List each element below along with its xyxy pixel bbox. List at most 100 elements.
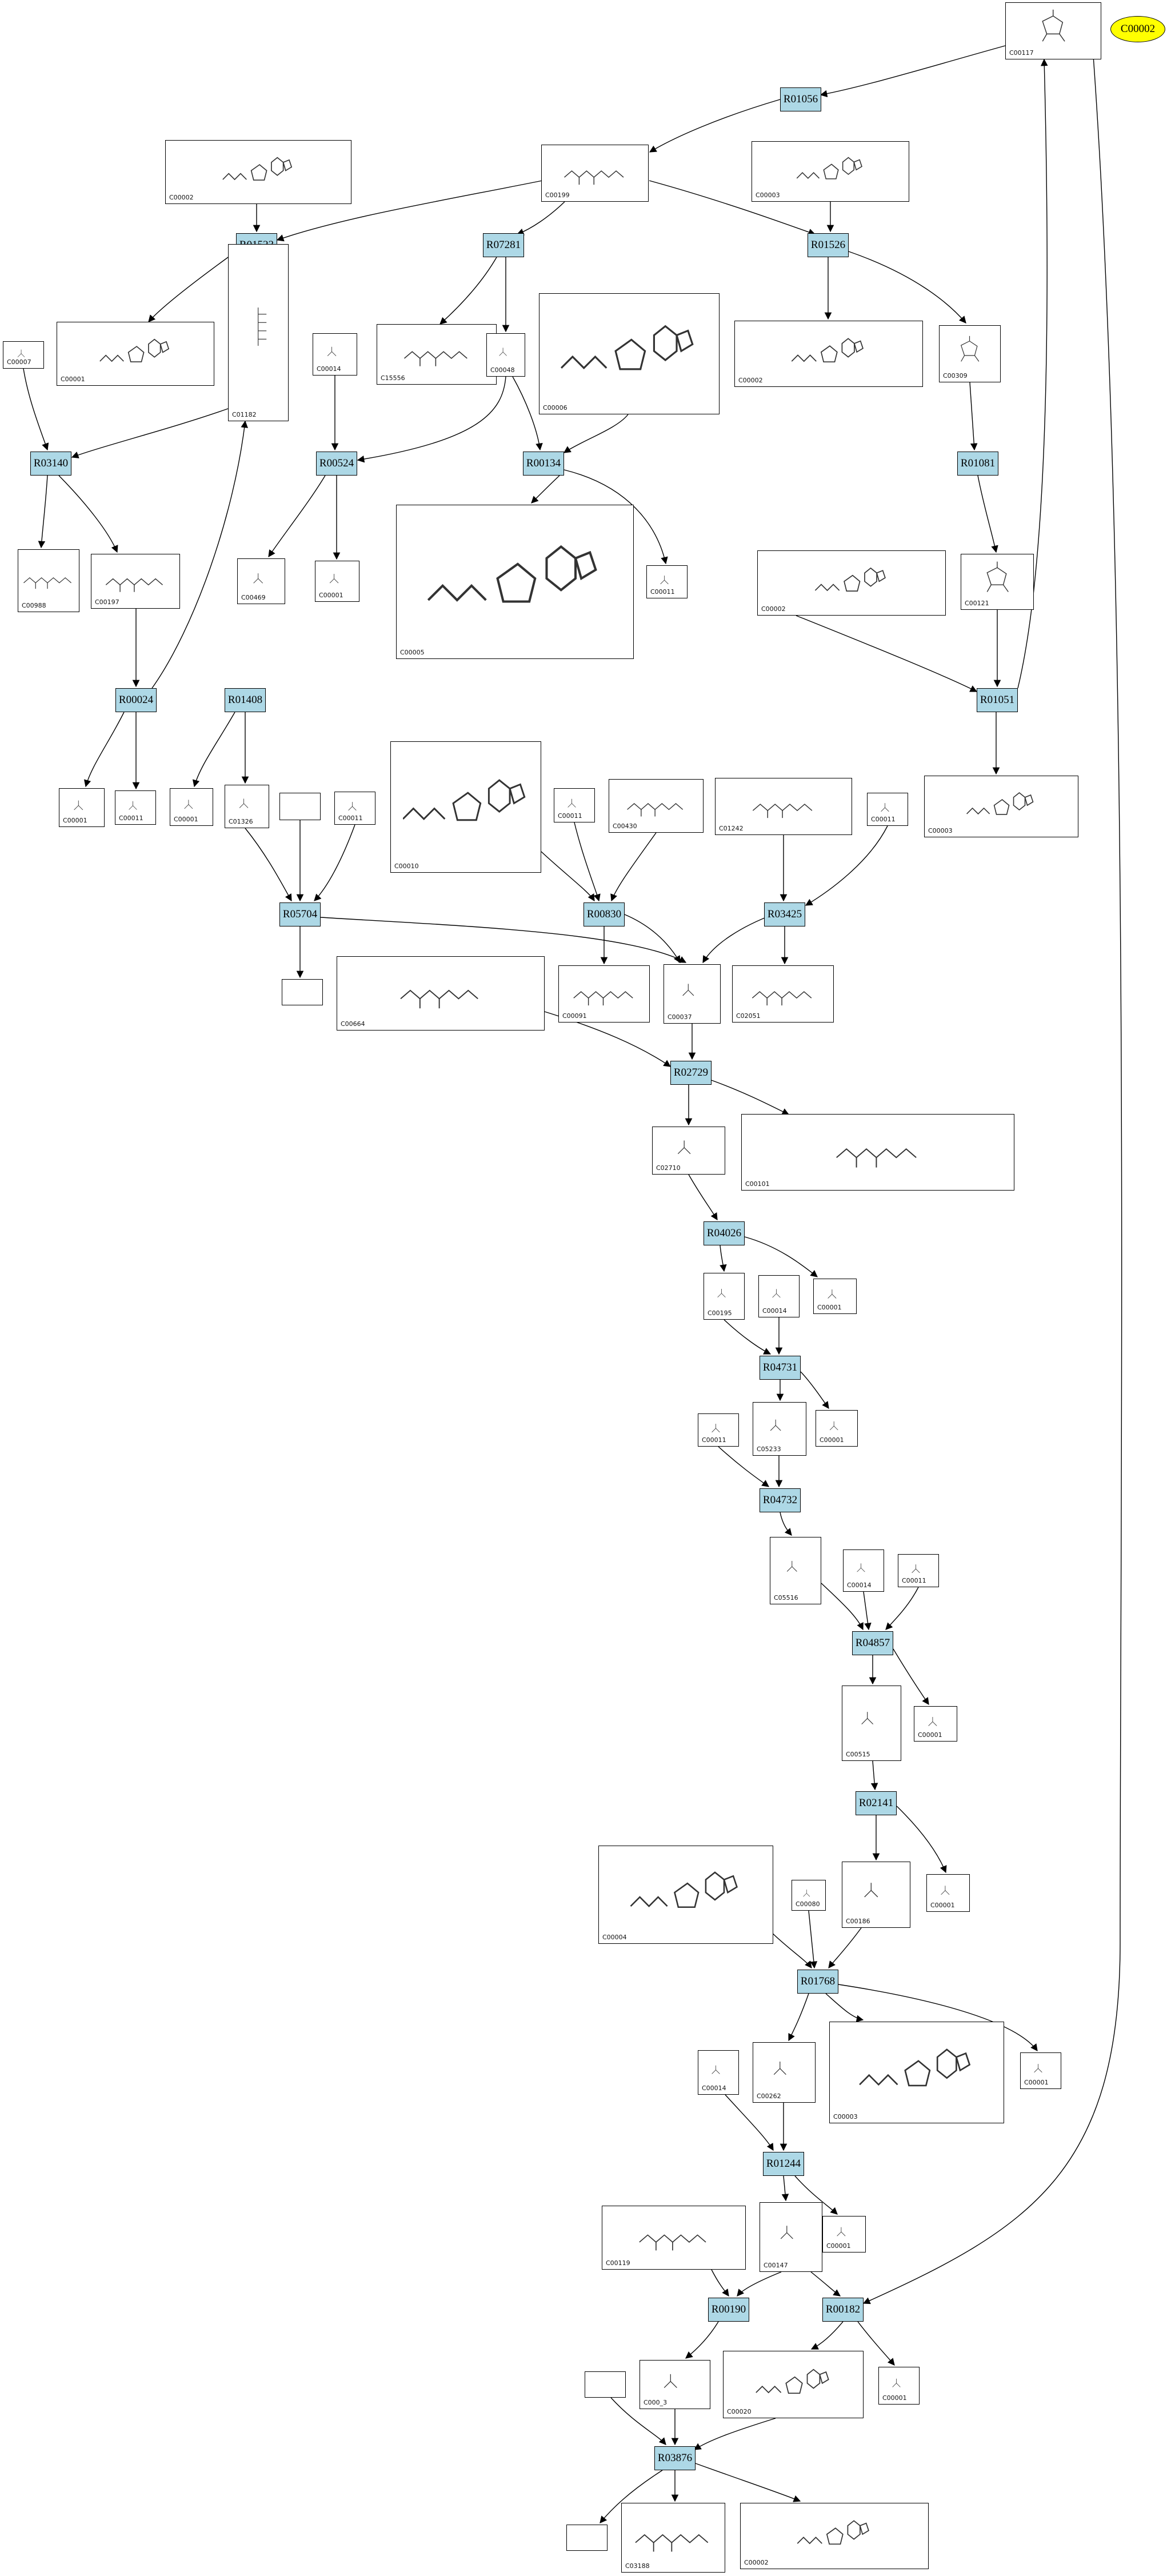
reaction-r04857[interactable]: R04857 bbox=[852, 1631, 893, 1655]
compound-c00101[interactable]: C00101 bbox=[741, 1114, 1014, 1191]
reaction-r00024[interactable]: R00024 bbox=[115, 688, 157, 712]
structure-sketch bbox=[329, 574, 339, 584]
reaction-r07281[interactable]: R07281 bbox=[483, 233, 524, 257]
compound-c00091[interactable]: C00091 bbox=[558, 965, 650, 1023]
reaction-r03140[interactable]: R03140 bbox=[30, 452, 71, 476]
compound-c00011-r04857[interactable]: C00011 bbox=[898, 1554, 939, 1587]
compound-c00988[interactable]: C00988 bbox=[18, 549, 79, 612]
compound-c00006[interactable]: C00006 bbox=[539, 293, 720, 414]
compound-c00002-r01051[interactable]: C00002 bbox=[757, 550, 946, 616]
reaction-edge bbox=[885, 1587, 919, 1630]
compound-c00001-r00182[interactable]: C00001 bbox=[878, 2367, 920, 2405]
compound-c00186[interactable]: C00186 bbox=[842, 1862, 910, 1928]
reaction-r03876[interactable]: R03876 bbox=[654, 2446, 696, 2470]
reaction-r01768[interactable]: R01768 bbox=[797, 1970, 838, 1994]
compound-c00001-r04857[interactable]: C00001 bbox=[914, 1706, 957, 1742]
compound-c00001-r01244[interactable]: C00001 bbox=[822, 2216, 866, 2252]
reaction-r04731[interactable]: R04731 bbox=[760, 1356, 801, 1380]
compound-c00430[interactable]: C00430 bbox=[609, 779, 704, 833]
compound-c00119[interactable]: C00119 bbox=[602, 2206, 746, 2270]
compound-c00010[interactable]: C00010 bbox=[390, 741, 541, 873]
compound-c00001-r00524[interactable]: C00001 bbox=[315, 561, 359, 602]
structure-sketch bbox=[711, 1423, 720, 1432]
compound-c00195[interactable]: C00195 bbox=[704, 1273, 745, 1320]
reaction-r00190[interactable]: R00190 bbox=[708, 2298, 749, 2322]
compound-c00014-a[interactable]: C00014 bbox=[313, 333, 357, 376]
reaction-r00830[interactable]: R00830 bbox=[583, 902, 625, 926]
reaction-r02729[interactable]: R02729 bbox=[670, 1061, 712, 1085]
compound-c00147[interactable]: C00147 bbox=[760, 2202, 822, 2272]
structure-sketch bbox=[567, 798, 576, 808]
compound-c00014-c[interactable]: C00014 bbox=[843, 1549, 884, 1592]
compound-c00001-r04731[interactable]: C00001 bbox=[816, 1410, 858, 1447]
compound-c00011-r00830[interactable]: C00011 bbox=[554, 788, 595, 822]
reaction-r00524[interactable]: R00524 bbox=[316, 452, 357, 476]
reaction-r03425[interactable]: R03425 bbox=[764, 902, 805, 926]
compound-c15556[interactable]: C15556 bbox=[377, 324, 497, 385]
compound-c00262[interactable]: C00262 bbox=[753, 2042, 816, 2103]
compound-c00007[interactable]: C00007 bbox=[3, 341, 44, 369]
compound-c00003-r01051[interactable]: C00003 bbox=[924, 776, 1078, 837]
compound-c00048[interactable]: C00048 bbox=[486, 333, 525, 377]
reaction-r01051[interactable]: R01051 bbox=[977, 688, 1018, 712]
compound-c00004[interactable]: C00004 bbox=[598, 1846, 773, 1944]
reaction-edge bbox=[649, 180, 816, 236]
reaction-r00134[interactable]: R00134 bbox=[523, 452, 564, 476]
compound-c02710[interactable]: C02710 bbox=[652, 1127, 725, 1175]
compound-c00001-r02141[interactable]: C00001 bbox=[926, 1874, 970, 1912]
compound-c00014-d[interactable]: C00014 bbox=[698, 2050, 739, 2095]
compound-c01326[interactable]: C01326 bbox=[225, 785, 269, 828]
compound-c01242[interactable]: C01242 bbox=[715, 778, 852, 835]
compound-c02051[interactable]: C02051 bbox=[732, 965, 834, 1023]
compound-c00199[interactable]: C00199 bbox=[541, 145, 649, 202]
compound-c00020[interactable]: C00020 bbox=[723, 2351, 864, 2418]
reaction-label: R07281 bbox=[486, 239, 521, 251]
compound-c00011-r00024[interactable]: C00011 bbox=[115, 790, 156, 825]
compound-unlabeled-product[interactable] bbox=[282, 979, 323, 1005]
compound-c00011-r00134[interactable]: C00011 bbox=[646, 565, 688, 598]
compound-c00309[interactable]: C00309 bbox=[939, 325, 1001, 382]
compound-c00197[interactable]: C00197 bbox=[91, 554, 180, 609]
compound-c00002-r03876[interactable]: C00002 bbox=[740, 2503, 929, 2569]
compound-unlabeled-r05704[interactable] bbox=[279, 793, 321, 820]
compound-c00080[interactable]: C00080 bbox=[792, 1880, 826, 1911]
reaction-r01526[interactable]: R01526 bbox=[808, 233, 849, 257]
compound-c00005[interactable]: C00005 bbox=[396, 505, 634, 659]
compound-c05233[interactable]: C05233 bbox=[753, 1402, 806, 1456]
compound-c00001-r01408[interactable]: C00001 bbox=[170, 788, 213, 826]
compound-c00001-r01523[interactable]: C00001 bbox=[57, 322, 214, 386]
compound-c00001-r04026[interactable]: C00001 bbox=[813, 1279, 857, 1314]
reaction-r05704[interactable]: R05704 bbox=[279, 902, 321, 926]
reaction-r01081[interactable]: R01081 bbox=[957, 452, 998, 476]
compound-c00001-r00024[interactable]: C00001 bbox=[59, 788, 105, 827]
compound-c00014-b[interactable]: C00014 bbox=[758, 1275, 800, 1317]
compound-c03188[interactable]: C03188 bbox=[621, 2503, 725, 2573]
reaction-r00182[interactable]: R00182 bbox=[822, 2298, 864, 2322]
compound-c00002-top[interactable]: C00002 bbox=[165, 140, 351, 204]
compound-c00013[interactable]: C000_3 bbox=[640, 2360, 710, 2409]
reaction-r02141[interactable]: R02141 bbox=[856, 1791, 897, 1815]
compound-c00003-top[interactable]: C00003 bbox=[752, 141, 909, 202]
compound-c01182[interactable]: C01182 bbox=[228, 244, 289, 421]
compound-c00121[interactable]: C00121 bbox=[961, 554, 1034, 610]
compound-c00001-r01768[interactable]: C00001 bbox=[1020, 2052, 1061, 2089]
reaction-r01056[interactable]: R01056 bbox=[780, 87, 821, 111]
reaction-r01408[interactable]: R01408 bbox=[225, 688, 266, 712]
compound-c00664[interactable]: C00664 bbox=[337, 956, 545, 1031]
compound-c00011-r03425[interactable]: C00011 bbox=[867, 793, 908, 826]
reaction-r04732[interactable]: R04732 bbox=[760, 1488, 801, 1512]
compound-c00002-r01526[interactable]: C00002 bbox=[734, 321, 923, 387]
compound-c00037[interactable]: C00037 bbox=[664, 964, 721, 1024]
structure-sketch bbox=[773, 2062, 786, 2075]
compound-c00515[interactable]: C00515 bbox=[842, 1686, 901, 1761]
compound-unlabeled-r03876[interactable] bbox=[585, 2371, 626, 2398]
compound-c00469[interactable]: C00469 bbox=[237, 558, 285, 604]
compound-c00011-r05704[interactable]: C00011 bbox=[334, 792, 375, 825]
reaction-r01244[interactable]: R01244 bbox=[763, 2152, 804, 2176]
compound-c00011-r04732[interactable]: C00011 bbox=[698, 1413, 739, 1447]
compound-c00003-r01768[interactable]: C00003 bbox=[829, 2022, 1004, 2123]
compound-c00117[interactable]: C00117 bbox=[1005, 2, 1101, 59]
reaction-r04026[interactable]: R04026 bbox=[704, 1221, 745, 1245]
compound-unlabeled-r03876-product[interactable] bbox=[566, 2525, 608, 2551]
compound-c05516[interactable]: C05516 bbox=[770, 1537, 821, 1604]
